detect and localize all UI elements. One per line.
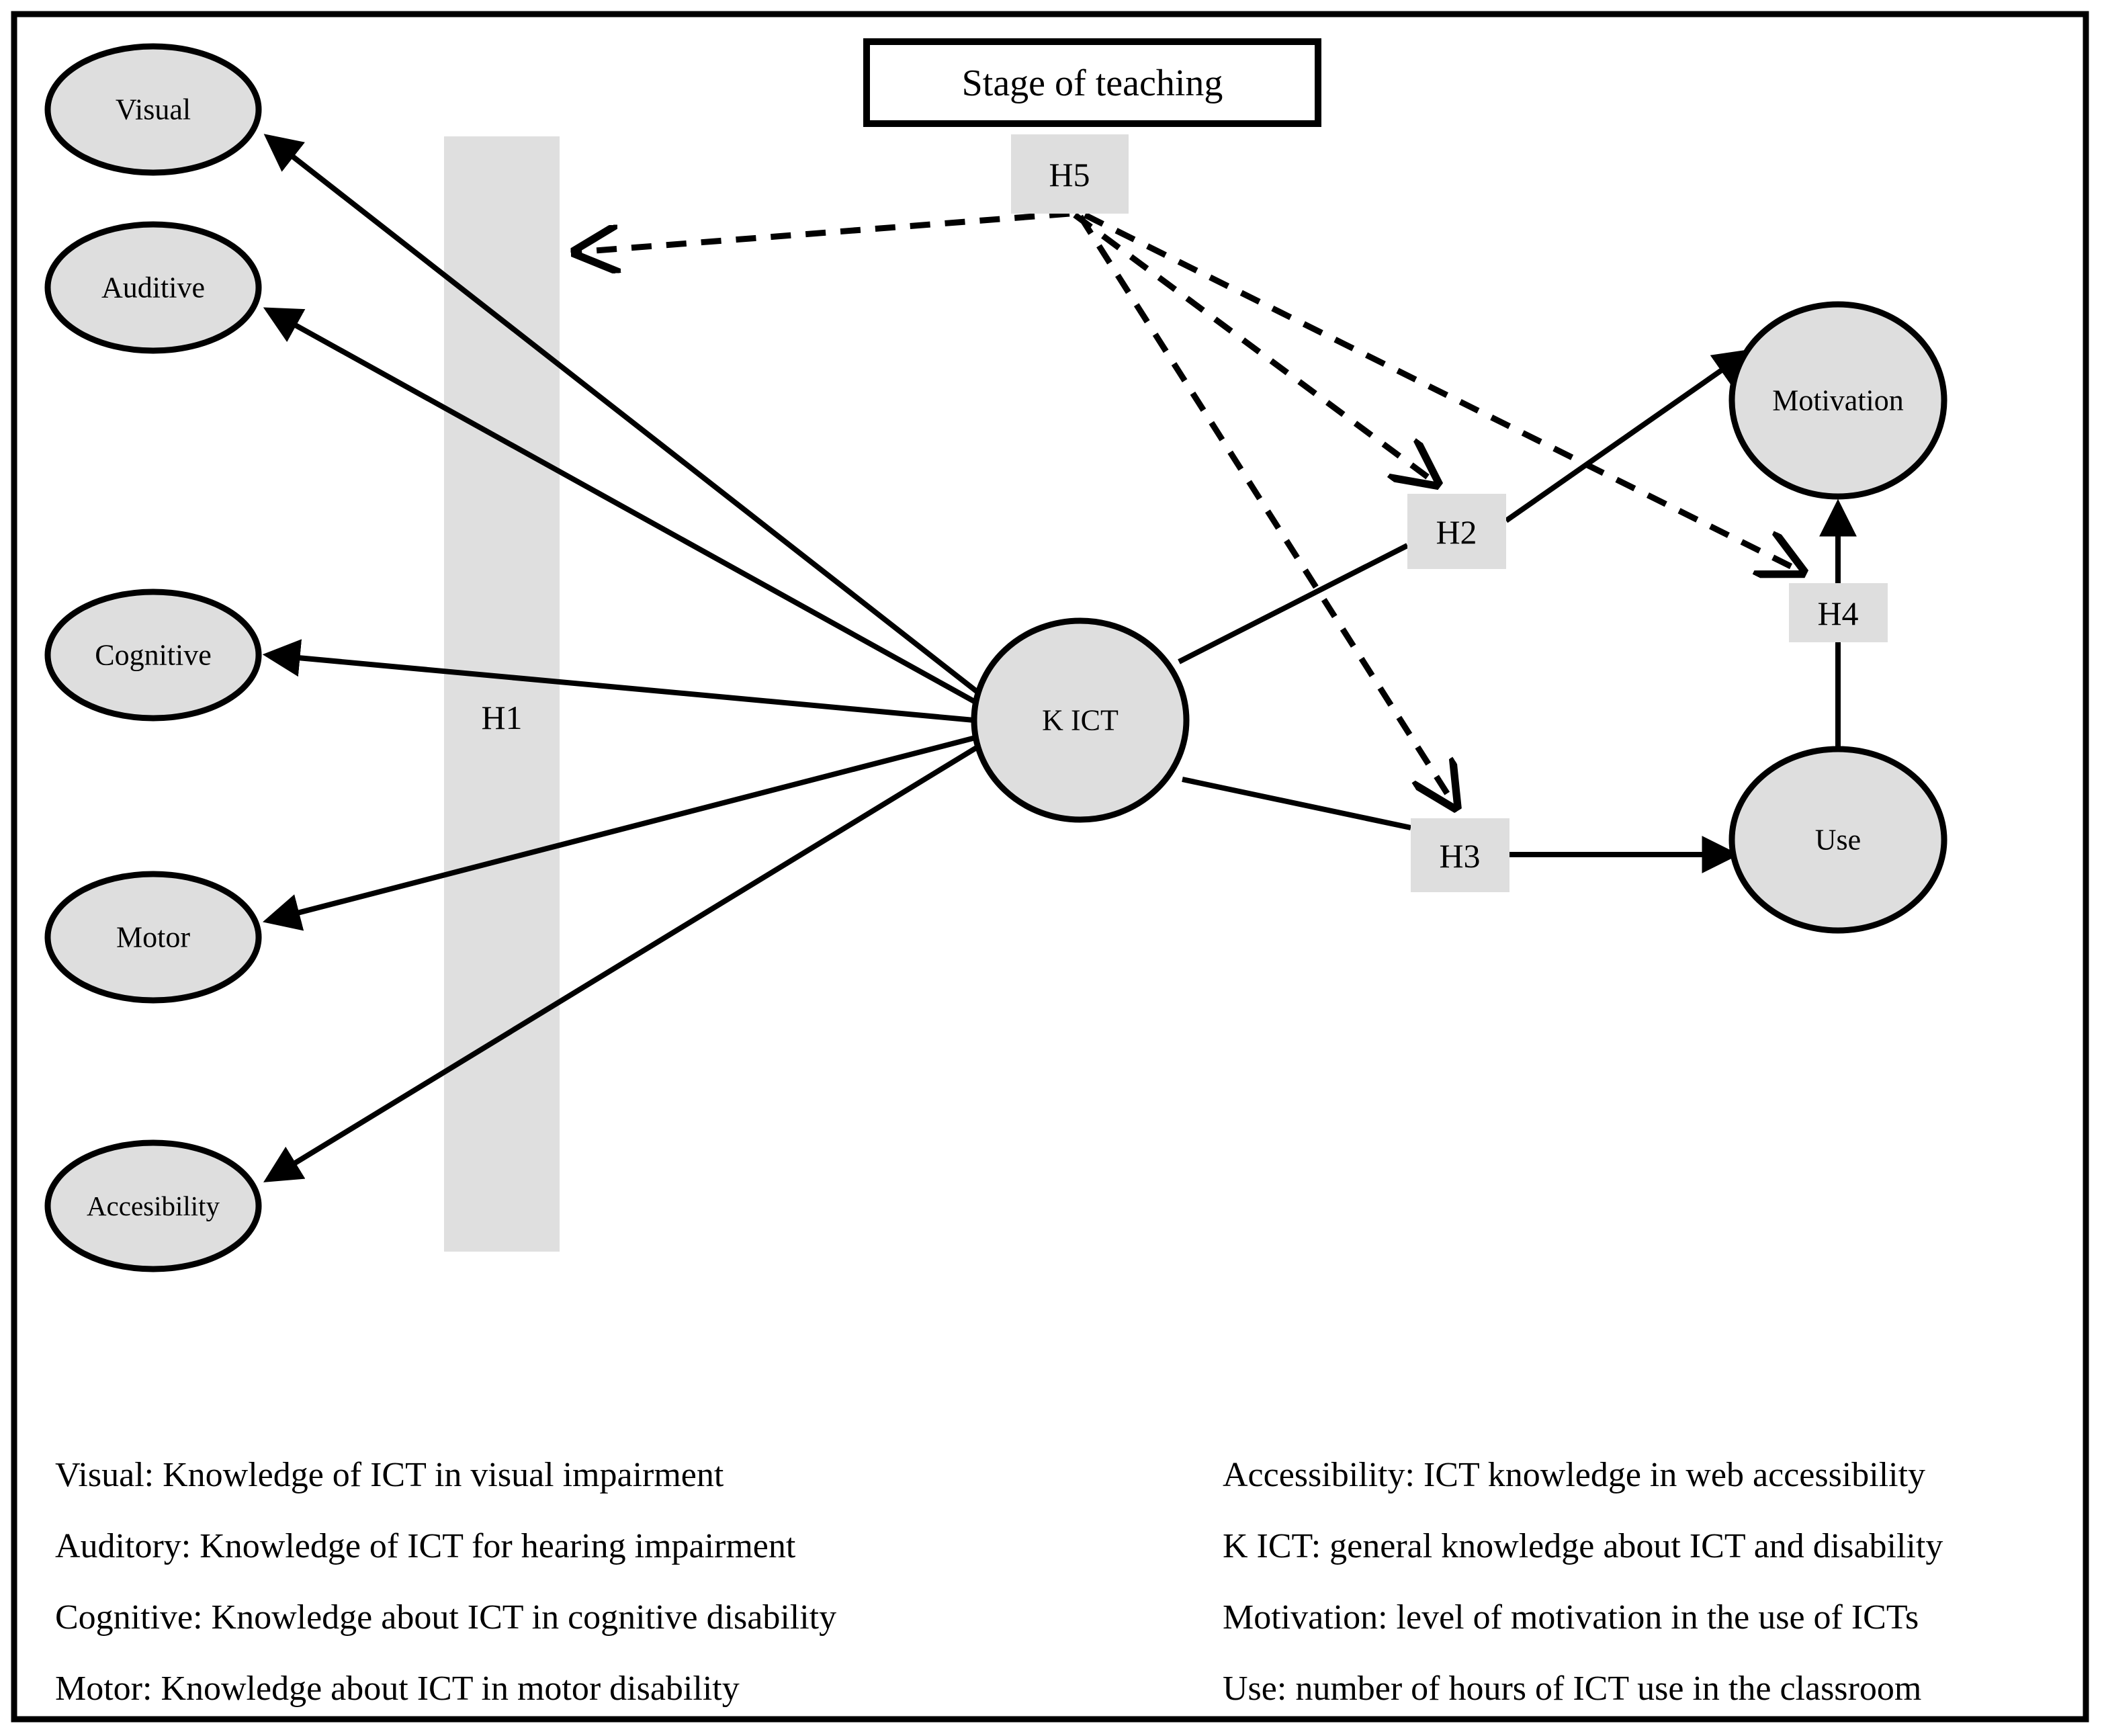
node-motivation[interactable]: Motivation [1728, 301, 1947, 500]
hypothesis-box-h3[interactable]: H3 [1411, 818, 1509, 892]
edge-h5-to-h3 [1078, 214, 1454, 805]
node-label-motivation: Motivation [1772, 384, 1904, 417]
legend-item: Visual: Knowledge of ICT in visual impai… [55, 1456, 724, 1494]
node-label-auditive: Auditive [101, 271, 205, 304]
node-use[interactable]: Use [1728, 746, 1947, 934]
node-visual[interactable]: Visual [44, 43, 262, 176]
hypothesis-box-h4[interactable]: H4 [1789, 583, 1888, 642]
edge-kict-to-motor [262, 735, 977, 931]
edge-h5-to-h4 [1083, 212, 1800, 571]
hypothesis-band-h1 [444, 136, 560, 1252]
figure-border [11, 11, 2089, 1723]
legend-item: Auditory: Knowledge of ICT for hearing i… [55, 1527, 796, 1565]
hypothesis-box-h2[interactable]: H2 [1407, 494, 1506, 569]
legend-item: Motivation: level of motivation in the u… [1223, 1598, 1919, 1637]
node-label-cognitive: Cognitive [95, 639, 212, 672]
legend-item: Cognitive: Knowledge about ICT in cognit… [55, 1598, 836, 1637]
node-label-kict: K ICT [1042, 704, 1119, 737]
legend-item: Use: number of hours of ICT use in the c… [1223, 1669, 1921, 1708]
legend-item: K ICT: general knowledge about ICT and d… [1223, 1527, 1943, 1565]
node-cognitive[interactable]: Cognitive [44, 589, 262, 722]
edge-group-kict-indicators [262, 134, 979, 1182]
edge-kict-to-visual [263, 134, 979, 695]
legend-item: Accessibility: ICT knowledge in web acce… [1223, 1456, 1925, 1494]
hypothesis-label-h5: H5 [1049, 156, 1090, 193]
edge-h5-to-h1 [578, 210, 1070, 252]
hypothesis-label-h3: H3 [1439, 837, 1480, 875]
node-label-motor: Motor [116, 921, 190, 954]
hypothesis-label-h1: H1 [481, 699, 522, 736]
hypothesis-label-h2: H2 [1436, 513, 1477, 551]
edge-kict-to-cognitive [262, 639, 975, 723]
legend-right-column: Accessibility: ICT knowledge in web acce… [1223, 1456, 1943, 1708]
node-accesibility[interactable]: Accesibility [44, 1139, 262, 1272]
stage-of-teaching-label: Stage of teaching [962, 62, 1223, 104]
edge-kict-to-h2 [1178, 543, 1409, 664]
edge-h2-to-motivation [1504, 349, 1752, 523]
node-label-visual: Visual [116, 93, 191, 126]
stage-of-teaching-box[interactable]: Stage of teaching [863, 38, 1321, 127]
edge-kict-to-h3 [1182, 777, 1411, 830]
legend-left-column: Visual: Knowledge of ICT in visual impai… [55, 1456, 836, 1708]
edge-group-right-side [1178, 349, 1857, 873]
node-label-accesibility: Accesibility [87, 1190, 220, 1221]
edge-kict-to-accesibility [263, 744, 979, 1182]
edge-h5-to-h2 [1073, 212, 1435, 482]
legend-item: Motor: Knowledge about ICT in motor disa… [55, 1669, 740, 1708]
node-motor[interactable]: Motor [44, 871, 262, 1004]
edge-kict-to-auditive [263, 307, 977, 705]
node-label-use: Use [1815, 824, 1861, 857]
edge-group-h5-moderation [578, 210, 1800, 805]
node-auditive[interactable]: Auditive [44, 221, 262, 354]
node-kict[interactable]: K ICT [971, 617, 1190, 823]
hypothesis-box-h5[interactable]: H5 [1011, 134, 1129, 214]
hypothesis-label-h4: H4 [1817, 595, 1858, 632]
